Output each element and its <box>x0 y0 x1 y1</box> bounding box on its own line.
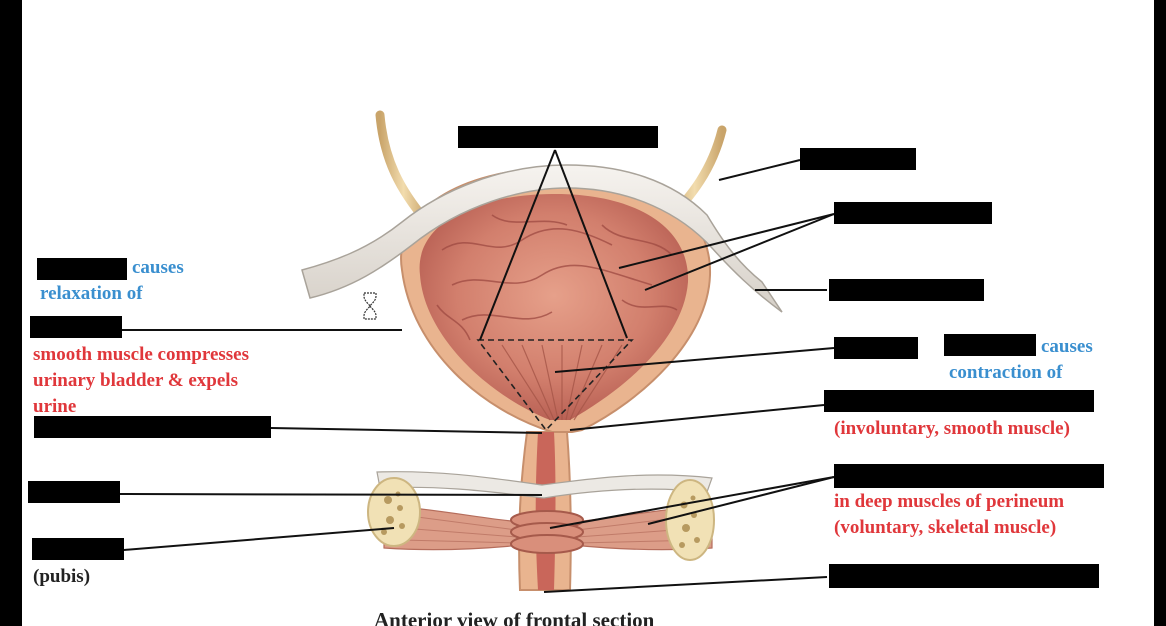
trigone-outline <box>476 339 634 432</box>
detrusor-description-line2: urinary bladder & expels <box>33 370 238 391</box>
voluntary-muscle-text: (voluntary, skeletal muscle) <box>834 517 1057 538</box>
redacted-hip-bone-label <box>32 538 124 560</box>
left-ureter <box>375 110 432 227</box>
diagram-canvas: causes relaxation of smooth muscle compr… <box>22 0 1154 626</box>
left-hip-bone <box>367 477 421 547</box>
detrusor-description-line1: smooth muscle compresses <box>33 344 250 365</box>
rugae <box>436 214 678 341</box>
redacted-ureteral-opening-label <box>834 337 918 359</box>
redacted-rugae-label <box>834 202 992 224</box>
redacted-detrusor-label <box>30 316 122 338</box>
pubis-text: (pubis) <box>33 566 91 587</box>
perineum-shelf <box>376 471 713 499</box>
redacted-trigone-label <box>458 126 658 148</box>
right-contraction-text: contraction of <box>949 362 1063 383</box>
peritoneum <box>301 164 783 313</box>
redacted-internal-sphincter-label <box>824 390 1094 412</box>
hourglass-cursor-icon <box>363 292 377 320</box>
redacted-internal-orifice-label <box>34 416 271 438</box>
redacted-peritoneum-label <box>800 148 916 170</box>
bladder-lumen <box>419 193 689 420</box>
external-sphincter <box>510 510 584 554</box>
redacted-external-sphincter-label <box>834 464 1104 488</box>
left-causes-text: causes <box>132 257 184 278</box>
redacted-right-nerve-label <box>944 334 1036 356</box>
redacted-detrusor-muscle-label <box>829 279 984 301</box>
bladder-illustration <box>119 110 835 593</box>
redacted-urethra-label <box>28 481 120 503</box>
deep-muscles-text: in deep muscles of perineum <box>834 491 1065 512</box>
redacted-external-urethral-orifice-label <box>829 564 1099 588</box>
trigone-striations <box>501 344 623 421</box>
leader-lines <box>119 149 835 593</box>
redacted-left-nerve-label <box>37 258 127 280</box>
right-causes-text: causes <box>1041 336 1093 357</box>
involuntary-muscle-text: (involuntary, smooth muscle) <box>834 418 1070 439</box>
right-hip-bone <box>665 479 715 561</box>
left-relaxation-text: relaxation of <box>40 283 143 304</box>
detrusor-description-line3: urine <box>33 396 77 417</box>
figure-caption: Anterior view of frontal section <box>374 608 655 626</box>
